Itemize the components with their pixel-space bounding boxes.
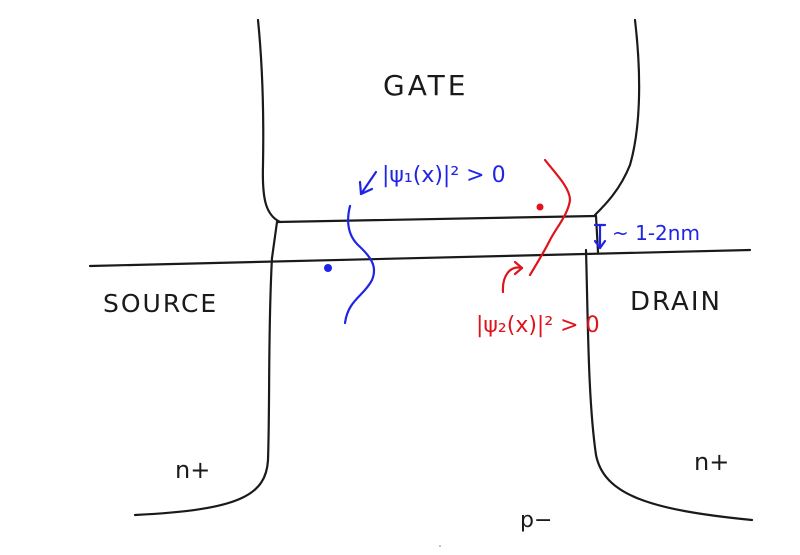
drain-label: DRAIN bbox=[630, 287, 722, 317]
n-plus-right-label: n+ bbox=[694, 448, 729, 476]
psi1-wavefunction bbox=[343, 204, 376, 325]
stray-mark bbox=[439, 545, 441, 547]
electron-2-dot bbox=[536, 203, 544, 211]
source-label: SOURCE bbox=[103, 289, 218, 318]
psi1-label: |ψ₁(x)|² > 0 bbox=[382, 163, 506, 188]
gate-oxide-top bbox=[275, 214, 598, 224]
drain-well-boundary bbox=[584, 248, 754, 522]
gate-outline bbox=[256, 18, 282, 224]
n-plus-left-label: n+ bbox=[175, 456, 210, 484]
gate-outline-right bbox=[593, 18, 641, 217]
gate-oxide-left bbox=[270, 220, 279, 260]
psi1-arrowhead bbox=[358, 180, 374, 196]
psi2-label: |ψ₂(x)|² > 0 bbox=[476, 313, 600, 338]
psi1-arrow bbox=[359, 170, 378, 196]
psi2-wavefunction bbox=[528, 158, 572, 277]
thickness-arrow-head bbox=[593, 239, 607, 250]
source-well-boundary bbox=[133, 256, 274, 517]
psi2-arrow bbox=[501, 266, 524, 294]
gate-label: GATE bbox=[383, 69, 468, 102]
silicon-surface bbox=[88, 248, 752, 268]
psi2-arrowhead bbox=[513, 260, 524, 276]
p-minus-label: p− bbox=[520, 508, 552, 533]
oxide-thickness-label: ~ 1-2nm bbox=[612, 221, 700, 245]
electron-1-dot bbox=[324, 264, 332, 272]
